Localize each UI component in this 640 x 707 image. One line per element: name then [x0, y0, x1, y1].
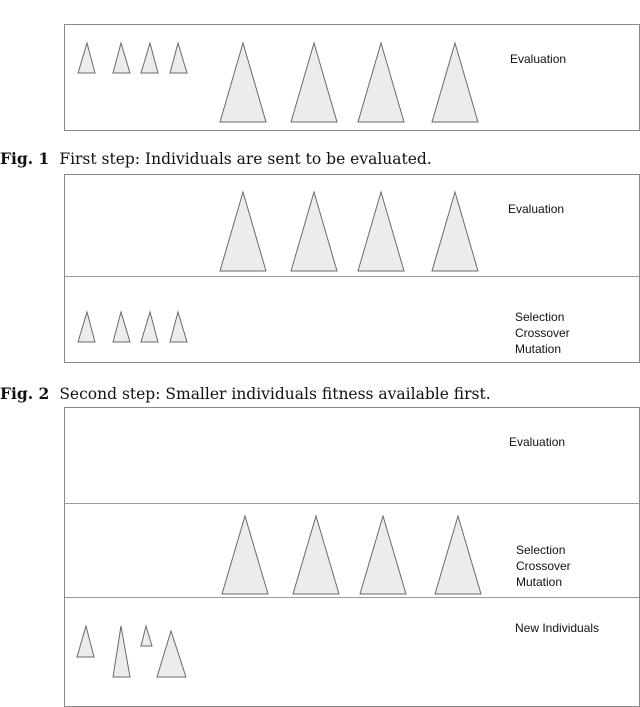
mutation-label: Mutation	[516, 575, 563, 589]
selection-label: Selection	[516, 543, 566, 557]
figure-1-panel: Evaluation	[64, 24, 640, 131]
evaluation-label: Evaluation	[508, 202, 565, 216]
caption-text: First step: Individuals are sent to be e…	[59, 150, 432, 168]
row-divider	[65, 276, 639, 277]
figure-number: Fig. 2	[0, 384, 50, 403]
mutation-label: Mutation	[515, 342, 562, 356]
figure-number: Fig. 1	[0, 149, 50, 168]
figure-3-panel: Evaluation Selection Crossover Mutation …	[64, 407, 640, 707]
crossover-label: Crossover	[516, 559, 571, 573]
figure-2-caption: Fig. 2 Second step: Smaller individuals f…	[0, 384, 491, 403]
evaluation-label: Evaluation	[509, 435, 566, 449]
selection-label: Selection	[515, 310, 565, 324]
row-divider	[65, 503, 639, 504]
figure-1-caption: Fig. 1 First step: Individuals are sent t…	[0, 149, 432, 168]
evaluation-label: Evaluation	[510, 52, 567, 66]
caption-text: Second step: Smaller individuals fitness…	[59, 385, 491, 403]
new-individuals-label: New Individuals	[515, 621, 600, 635]
row-divider	[65, 597, 639, 598]
figure-2-panel: Evaluation Selection Crossover Mutation	[64, 174, 640, 363]
crossover-label: Crossover	[515, 326, 570, 340]
